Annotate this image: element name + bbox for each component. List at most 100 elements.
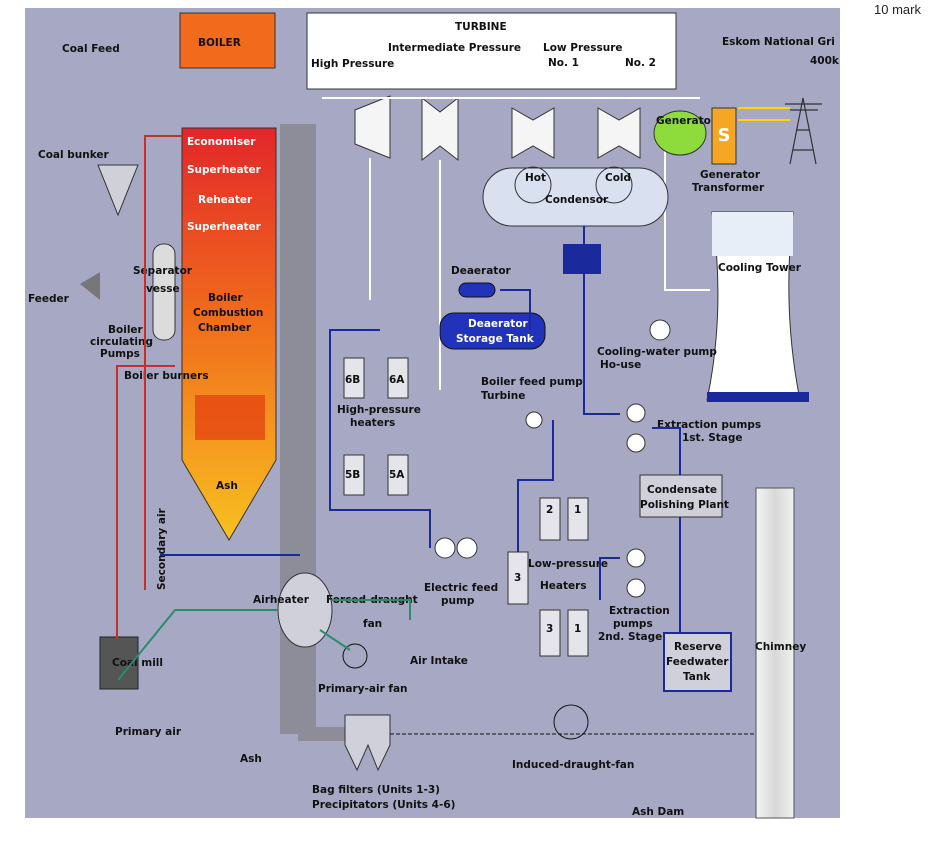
- rft-label-2: Feedwater: [666, 656, 729, 668]
- lp2-turbine-stage: [597, 107, 641, 159]
- hp-5a-label: 5A: [389, 469, 405, 481]
- electric-feed-pump-1: [434, 537, 456, 559]
- lp-heater-3b: [539, 609, 561, 657]
- primary-air-label: Primary air: [115, 726, 182, 738]
- chimney: [755, 487, 795, 819]
- electric-feed-pump-2: [456, 537, 478, 559]
- boiler-chamber-label-3: Chamber: [198, 322, 252, 334]
- lp-heater-1a: [567, 497, 589, 541]
- cooling-water-pump: [649, 319, 671, 341]
- extr-pumps2-label-1: Extraction: [609, 605, 670, 617]
- extr-pumps1-label-2: 1st. Stage: [682, 432, 743, 444]
- gen-transformer: [711, 107, 737, 165]
- bfp-label-2: Turbine: [481, 390, 525, 402]
- cpp-label-2: Polishing Plant: [640, 499, 729, 511]
- gen-transformer-label-1: Generator: [700, 169, 761, 181]
- condensor-hot-coil: [514, 166, 552, 204]
- boiler-burners-label: Boiler burners: [124, 370, 209, 382]
- air-intake-label: Air Intake: [410, 655, 468, 667]
- svg-text:S: S: [718, 125, 731, 146]
- lp-heaters-label-1: Low-pressure: [528, 558, 608, 570]
- extr-pumps2-label-3: 2nd. Stage: [598, 631, 662, 643]
- cooling-tower-top: [712, 212, 793, 256]
- lp-heaters-label-2: Heaters: [540, 580, 587, 592]
- boiler-feed-pump: [525, 411, 543, 429]
- air-heater: [277, 572, 333, 648]
- coal-bunker: [97, 164, 139, 217]
- deaerator: [458, 282, 496, 298]
- deaerator-label: Deaerator: [451, 265, 512, 277]
- cpp-label-1: Condensate: [647, 484, 717, 496]
- cw-pump-label-1: Cooling-water pump: [597, 346, 717, 358]
- lp1-turbine-stage: [511, 107, 555, 159]
- hot-gas-piping: [116, 135, 182, 640]
- deaerator-storage-tank: [439, 312, 546, 350]
- lp-3b-label: 3: [546, 623, 553, 635]
- air-heater-label: Airheater: [253, 594, 310, 606]
- extr-pumps1-label-1: Extraction pumps: [657, 419, 761, 431]
- eskom-label: Eskom National Gri: [722, 36, 835, 48]
- boiler-chamber-label-1: Boiler: [208, 292, 244, 304]
- lp-heater-2: [539, 497, 561, 541]
- hp-5b-label: 5B: [345, 469, 360, 481]
- separator-label-2: vesse: [146, 283, 180, 295]
- boiler-flames: [195, 395, 265, 440]
- feeder-label: Feeder: [28, 293, 70, 305]
- chimney-label: Chimney: [755, 641, 806, 653]
- hp-heater-5a: [387, 454, 409, 496]
- lp-3a-label: 3: [514, 572, 521, 584]
- forced-draught-label-2: fan: [363, 618, 382, 630]
- corner-note: 10 mark: [874, 2, 921, 17]
- boiler-chamber: [181, 127, 277, 541]
- ash-bottom-label: Ash: [240, 753, 262, 765]
- coal-bunker-label: Coal bunker: [38, 149, 110, 161]
- condensor-label: Condensor: [545, 194, 609, 206]
- hp-turbine-stage: [354, 95, 391, 159]
- no2-label: No. 2: [625, 57, 656, 69]
- no1-label: No. 1: [548, 57, 579, 69]
- extraction-pump-1b: [626, 433, 646, 453]
- gen-transformer-label-2: Transformer: [692, 182, 765, 194]
- economiser-label: Economiser: [187, 136, 256, 148]
- circ-pumps-label-2: circulating: [90, 336, 153, 348]
- separator-vessel: [152, 243, 176, 341]
- condensate-polishing-plant: [639, 474, 723, 518]
- kv-label: 400k: [810, 55, 840, 67]
- hp-heater-6a: [387, 357, 409, 399]
- reserve-feedwater-tank: [663, 632, 732, 692]
- air-piping: [117, 599, 411, 681]
- deaerator-tank-label-1: Deaerator: [468, 318, 529, 330]
- generator: [653, 110, 707, 156]
- ash-label: Ash: [216, 480, 238, 492]
- efp-label-1: Electric feed: [424, 582, 498, 594]
- turbine-box: [306, 12, 677, 90]
- lp-1a-label: 1: [574, 504, 581, 516]
- ip-turbine-stage: [421, 96, 459, 162]
- induced-draught-fan: [553, 704, 589, 740]
- hp-heater-5b: [343, 454, 365, 496]
- bag-filters: [344, 714, 391, 772]
- hot-label: Hot: [525, 172, 546, 184]
- primary-air-fan: [342, 643, 368, 669]
- deaerator-tank-label-2: Storage Tank: [456, 333, 535, 345]
- hp-heaters-label-2: heaters: [350, 417, 395, 429]
- lp-2-label: 2: [546, 504, 553, 516]
- boiler-label: BOILER: [198, 37, 241, 49]
- low-pressure-label: Low Pressure: [543, 42, 623, 54]
- condensor-cold-coil: [595, 166, 633, 204]
- high-pressure-label: High Pressure: [311, 58, 394, 70]
- boiler-box: [179, 12, 276, 69]
- superheater2-label: Superheater: [187, 221, 262, 233]
- extr-pumps2-label-2: pumps: [613, 618, 653, 630]
- intermediate-pressure-label: Intermediate Pressure: [388, 42, 521, 54]
- power-pylon: [738, 97, 822, 165]
- rft-label-1: Reserve: [674, 641, 722, 653]
- cooling-tower-basin: [707, 392, 809, 402]
- boiler-chamber-label-2: Combustion: [193, 307, 263, 319]
- cold-label: Cold: [605, 172, 631, 184]
- efp-label-2: pump: [441, 595, 475, 607]
- coal-mill-label: Coal mill: [112, 657, 163, 669]
- feeder-icon: [80, 272, 100, 300]
- condensor: [482, 167, 669, 227]
